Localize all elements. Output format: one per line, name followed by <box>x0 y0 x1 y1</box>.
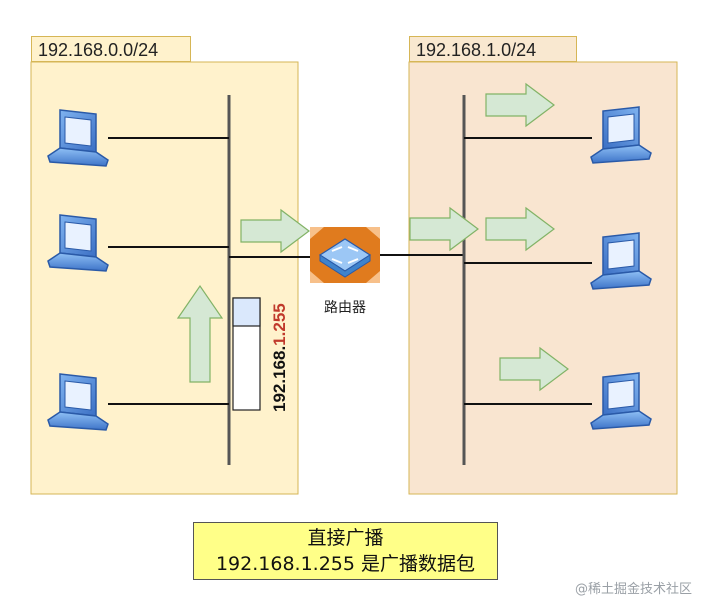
router-label: 路由器 <box>324 300 366 316</box>
watermark: @稀土掘金技术社区 <box>574 582 692 597</box>
network-label-left: 192.168.0.0/24 <box>31 36 191 62</box>
caption-box: 直接广播 192.168.1.255 是广播数据包 <box>193 522 498 580</box>
packet-address-highlight: 1.255 <box>270 303 289 346</box>
broadcast-packet <box>232 297 261 411</box>
caption-line-1: 直接广播 <box>307 527 384 549</box>
caption-line-2: 192.168.1.255 是广播数据包 <box>215 553 476 575</box>
router-icon <box>310 227 380 283</box>
arrow-up-icon <box>176 284 224 383</box>
packet-address-prefix: 192.168. <box>270 345 289 412</box>
network-label-right: 192.168.1.0/24 <box>409 36 577 62</box>
packet-address-label: 192.168.1.255 <box>270 303 290 412</box>
